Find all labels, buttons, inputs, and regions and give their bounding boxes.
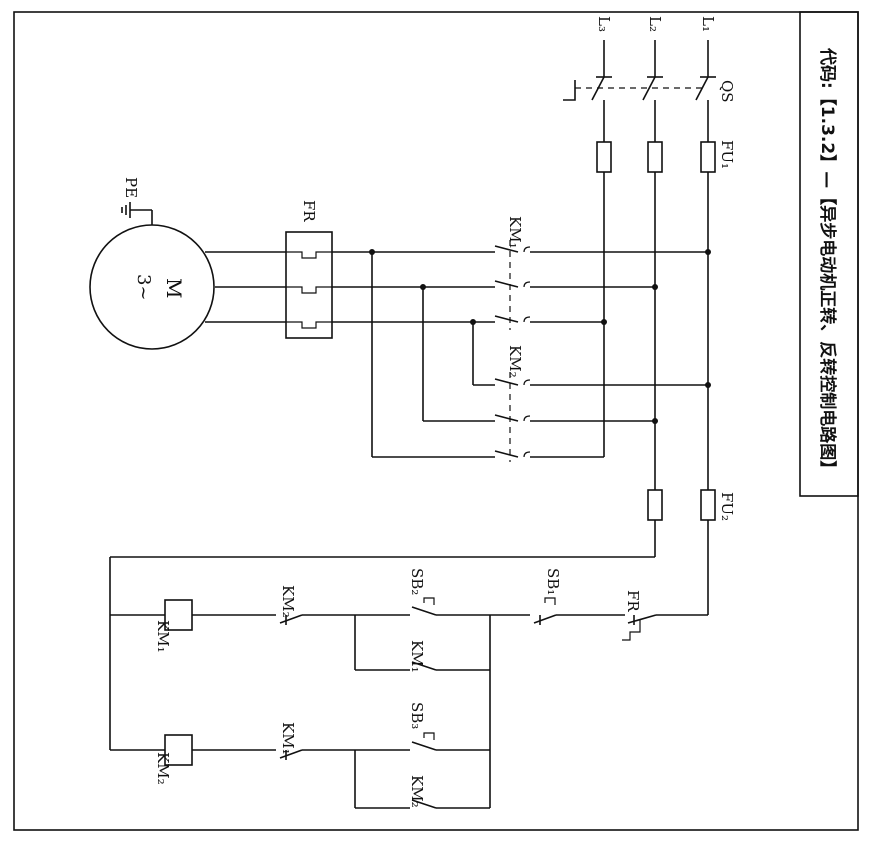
label-pe: PE [122,177,140,198]
motor-phase: 3~ [133,274,154,301]
title-block: 代码:【1.3.2】—【异步电动机正转、反转控制电路图】 [799,11,859,497]
km1-coil: KM₁ [110,599,193,653]
label-fr-main: FR [300,200,318,222]
qs-switch: QS [563,76,736,142]
label-l2: L₂ [646,16,664,32]
label-km2-interlock: KM₂ [279,585,297,618]
km2-coil: KM₂ [110,734,193,785]
km1-interlock-contact: KM₁ [192,722,355,760]
motor-feed-wiring [332,249,711,458]
label-fu1: FU₁ [718,140,736,169]
label-km2-hold: KM₂ [408,775,426,808]
label-km1-hold: KM₁ [408,640,426,673]
km2-interlock-contact: KM₂ [192,585,355,625]
label-fu2: FU₂ [718,492,736,521]
sb3-reverse-button: SB₃ [355,702,437,751]
label-km1-coil: KM₁ [154,620,172,653]
km1-main-contacts: KM₁ [494,216,708,330]
fr-thermal-element: FR [205,200,333,339]
label-sb2: SB₂ [408,568,426,595]
km1-hold-contact: KM₁ [354,615,437,673]
supply-lines: L₁ L₂ L₃ [595,16,717,78]
motor-label: M [162,278,186,298]
km2-main-contacts: KM₂ [494,345,708,462]
sb1-stop-button: SB₁ [490,568,562,625]
fu2-fuses: FU₂ [647,489,736,521]
fr-nc-contact: FR [556,590,657,641]
label-l3: L₃ [595,16,613,32]
label-fr-ctrl: FR [624,590,642,612]
label-km2-coil: KM₂ [154,752,172,785]
km2-hold-contact: KM₂ [354,750,437,809]
motor: M 3~ PE [89,177,215,350]
label-sb1: SB₁ [544,568,562,595]
label-l1: L₁ [699,16,717,32]
fu1-fuses: FU₁ [596,140,736,173]
label-km1-main: KM₁ [506,216,524,249]
label-km1-interlock: KM₁ [279,722,297,755]
label-km2-main: KM₂ [506,345,524,378]
label-qs: QS [718,80,736,103]
label-sb3: SB₃ [408,702,426,729]
sb2-forward-button: SB₂ [355,568,437,616]
diagram-title: 代码:【1.3.2】—【异步电动机正转、反转控制电路图】 [817,47,838,477]
